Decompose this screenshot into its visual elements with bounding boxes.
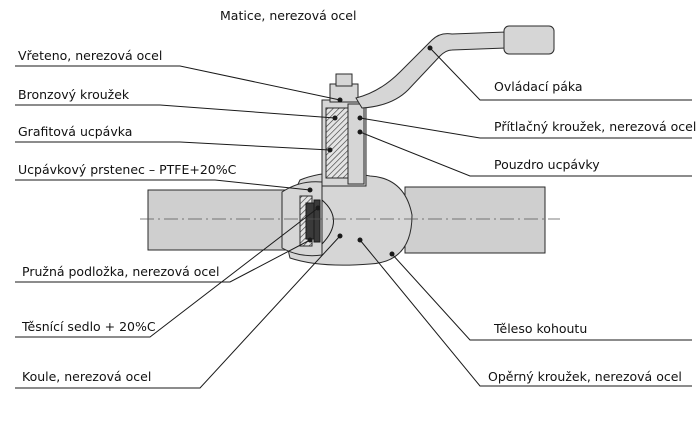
label-graphite-packing: Grafitová ucpávka <box>18 124 132 139</box>
sealing-seat <box>313 199 321 243</box>
label-stem: Vřeteno, nerezová ocel <box>18 48 162 63</box>
label-lever: Ovládací páka <box>494 79 583 94</box>
label-valve-body: Těleso kohoutu <box>493 321 587 336</box>
label-sealing-seat: Těsnící sedlo + 20%C <box>21 319 156 334</box>
label-packing-ring: Ucpávkový prstenec – PTFE+20%C <box>18 162 237 177</box>
label-spring-washer: Pružná podložka, nerezová ocel <box>22 264 219 279</box>
stem-nut <box>329 83 359 103</box>
press-ring <box>347 103 365 185</box>
label-gland-housing: Pouzdro ucpávky <box>494 157 600 172</box>
label-press-ring: Přítlačný kroužek, nerezová ocel <box>494 119 696 134</box>
stem-top <box>335 73 353 87</box>
valve-drawing <box>140 25 560 266</box>
leader-dots <box>307 45 433 257</box>
ball-edge <box>321 199 334 245</box>
label-bronze-ring: Bronzový kroužek <box>18 87 130 102</box>
spring-washer <box>305 202 315 240</box>
leader-lines <box>15 47 692 389</box>
right-pipe <box>404 186 546 254</box>
left-pipe <box>147 189 309 251</box>
lever-arm <box>355 31 507 109</box>
label-support-ring: Opěrný kroužek, nerezová ocel <box>488 369 682 384</box>
label-nut: Matice, nerezová ocel <box>220 8 356 23</box>
label-ball: Koule, nerezová ocel <box>22 369 151 384</box>
lever-handle <box>503 25 555 55</box>
